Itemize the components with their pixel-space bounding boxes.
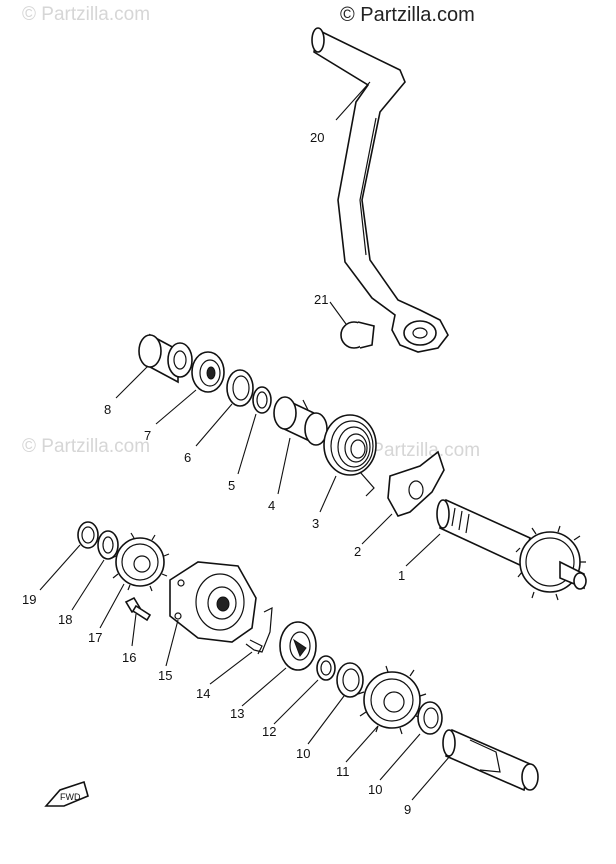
callout-label: 9 <box>404 802 411 817</box>
circlip-part-12[interactable] <box>316 655 336 681</box>
callout-label: 16 <box>122 650 136 665</box>
callout-label: 14 <box>196 686 210 701</box>
callout-labels: 20 21 8 7 6 5 4 3 2 1 19 18 17 16 15 14 … <box>22 130 411 817</box>
watermark-faint-1: © Partzilla.com <box>22 4 151 25</box>
callout-label: 20 <box>310 130 324 145</box>
bolt-part[interactable] <box>124 596 152 622</box>
washer-part-6[interactable] <box>226 369 254 407</box>
torsion-spring-part[interactable] <box>323 414 377 497</box>
callout-label: 1 <box>398 568 405 583</box>
kick-shaft-part[interactable] <box>436 498 587 601</box>
plate-part[interactable] <box>387 450 445 517</box>
callout-label: 19 <box>22 592 36 607</box>
watermark-main: © Partzilla.com <box>340 4 475 26</box>
clip-spring-part[interactable] <box>245 606 273 655</box>
idle-gear-part[interactable] <box>111 532 170 592</box>
front-direction-marker: FWD <box>44 780 89 807</box>
callout-label: 3 <box>312 516 319 531</box>
callout-label: 6 <box>184 450 191 465</box>
circlip-part-19[interactable] <box>77 521 99 549</box>
watermark-faint-3: © Partzilla.com <box>352 440 481 461</box>
washer-part-10a[interactable] <box>336 662 364 698</box>
callout-label: 17 <box>88 630 102 645</box>
washer-part-18[interactable] <box>97 530 119 560</box>
callout-label: 21 <box>314 292 328 307</box>
callout-label: 18 <box>58 612 72 627</box>
kick-gear-part[interactable] <box>357 665 427 735</box>
ratchet-part[interactable] <box>279 621 317 671</box>
watermark-faint-2: © Partzilla.com <box>22 436 151 457</box>
lever-knob-part[interactable] <box>340 321 375 349</box>
front-marker-label: FWD <box>60 792 81 802</box>
spring-guide-part[interactable] <box>273 396 328 446</box>
leader-lines <box>39 81 451 801</box>
housing-part[interactable] <box>169 561 257 643</box>
callout-label: 10 <box>296 746 310 761</box>
callout-label: 13 <box>230 706 244 721</box>
circlip-part-5[interactable] <box>252 386 272 414</box>
callout-label: 12 <box>262 724 276 739</box>
callout-label: 2 <box>354 544 361 559</box>
callout-label: 10 <box>368 782 382 797</box>
bearing-part[interactable] <box>191 351 225 393</box>
callout-label: 15 <box>158 668 172 683</box>
bushing-part[interactable] <box>138 333 193 384</box>
callout-label: 8 <box>104 402 111 417</box>
callout-label: 11 <box>336 764 350 779</box>
shaft-part-9[interactable] <box>442 728 539 792</box>
washer-part-10b[interactable] <box>417 701 443 735</box>
callout-label: 4 <box>268 498 275 513</box>
kick-lever-part[interactable] <box>311 27 449 353</box>
callout-label: 7 <box>144 428 151 443</box>
callout-label: 5 <box>228 478 235 493</box>
